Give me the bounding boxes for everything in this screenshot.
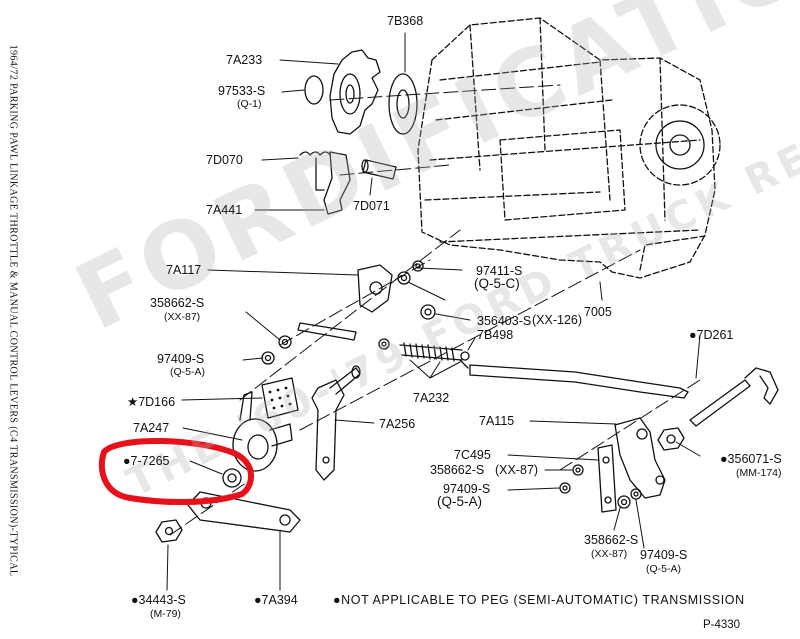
snap-ring (304, 75, 324, 105)
vertical-link (597, 444, 617, 513)
label-7-7265: ●7-7265 (123, 454, 170, 468)
label-97409-S-right: 97409-S (640, 548, 688, 562)
label-97409-S-left: 97409-S (157, 352, 205, 366)
label-xx87-mid: (XX-87) (495, 463, 539, 477)
footnote: ●NOT APPLICABLE TO PEG (SEMI-AUTOMATIC) … (333, 593, 745, 607)
label-7D261: ●7D261 (689, 328, 734, 342)
long-rod (469, 364, 689, 399)
thrust-washer (388, 73, 418, 135)
label-97411-S: 97411-S (476, 264, 523, 278)
label-34443-S: ●34443-S (131, 593, 186, 607)
label-97533-S: 97533-S (218, 84, 266, 98)
pawl-part (323, 151, 351, 215)
label-7A247: 7A247 (133, 421, 170, 435)
label-q5a-mid: (Q-5-A) (437, 494, 482, 509)
label-q5a-right: (Q-5-A) (646, 563, 681, 575)
label-m79: (M-79) (150, 608, 181, 620)
case-bore (639, 104, 721, 186)
label-7C495: 7C495 (454, 448, 491, 462)
label-7D070: 7D070 (206, 153, 243, 167)
label-358662-S-left: 358662-S (150, 296, 205, 310)
label-7A232: 7A232 (413, 391, 450, 405)
label-7A394: ●7A394 (254, 593, 298, 607)
lever-plate (614, 417, 666, 499)
bottom-lever (187, 491, 301, 533)
label-q1: (Q-1) (237, 98, 262, 110)
label-356403-S: 356403-S (477, 314, 532, 328)
label-mm174: (MM-174) (736, 467, 782, 479)
bracket-part (357, 264, 393, 313)
bottom-nut (155, 519, 183, 543)
detent-block (261, 377, 299, 419)
label-7B498: 7B498 (477, 328, 514, 342)
label-7A441: 7A441 (206, 203, 243, 217)
label-xx126: (XX-126) (532, 313, 583, 327)
label-97409-S-mid: 97409-S (443, 482, 491, 496)
label-358662-S-right: 358662-S (584, 533, 639, 547)
spring-part (299, 151, 331, 191)
label-358662-S-mid: 358662-S (430, 463, 485, 477)
figure-number: P-4330 (703, 619, 741, 631)
pin-part (361, 159, 397, 180)
transmission-case (417, 17, 716, 279)
label-7A256: 7A256 (379, 417, 416, 431)
label-7D166: ★7D166 (127, 395, 176, 409)
label-7005: 7005 (584, 305, 612, 319)
nut-part (657, 427, 685, 451)
throttle-lever (311, 379, 345, 481)
coil-spring (399, 342, 463, 362)
label-7A117: 7A117 (166, 263, 202, 277)
label-xx87-right: (XX-87) (591, 548, 628, 560)
gear-part (329, 49, 381, 135)
highlight-circle (98, 438, 254, 506)
manual-lever-body (232, 391, 293, 472)
label-356071-S: ●356071-S (720, 452, 782, 466)
hook-rod (689, 379, 751, 427)
label-q5c: (Q-5-C) (474, 276, 520, 291)
label-7B368: 7B368 (387, 14, 424, 28)
label-7D071: 7D071 (353, 199, 390, 213)
label-7A115: 7A115 (479, 414, 515, 428)
label-xx87-left: (XX-87) (164, 311, 201, 323)
label-7A233: 7A233 (226, 53, 263, 67)
diagram-title: 1964/72 PARKING PAWL LINKAGE THROTTLE & … (7, 44, 19, 577)
label-q5a-left: (Q-5-A) (170, 366, 205, 378)
washer-7-7265 (222, 468, 242, 488)
